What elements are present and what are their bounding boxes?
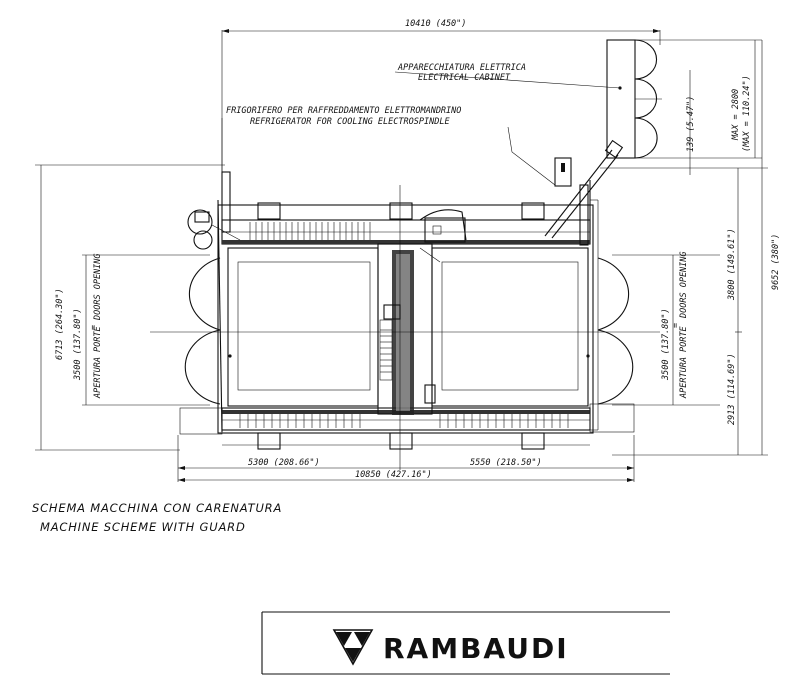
- drawing-caption: SCHEMA MACCHINA CON CARENATURA MACHINE S…: [32, 501, 282, 534]
- cabinet-label-it: APPARECCHIATURA ELETTRICA: [397, 63, 526, 73]
- bottom-dimensions: 5300 (208.66") 5550 (218.50") 10850 (427…: [177, 435, 635, 482]
- right-door-dimension: 3500 (137.80") DOORS OPENING = APERTURA …: [612, 251, 720, 406]
- left-doors-it: APERTURA PORTE: [93, 325, 103, 399]
- right-doors-it: APERTURA PORTE: [679, 325, 689, 399]
- right-upper-text: 3800 (149.61"): [727, 228, 737, 301]
- left-doors-en: DOORS OPENING: [93, 253, 103, 321]
- caption-line-1: SCHEMA MACCHINA CON CARENATURA: [32, 501, 282, 515]
- triangle-cluster-logo-icon: [332, 629, 374, 666]
- fridge-label-it: FRIGORIFERO PER RAFFREDDAMENTO ELETTROMA…: [226, 106, 461, 116]
- refrigerator-callout: FRIGORIFERO PER RAFFREDDAMENTO ELETTROMA…: [221, 106, 572, 205]
- cabinet-offset-text: 139 (5.47"): [686, 96, 696, 152]
- cabinet-label-en: ELECTRICAL CABINET: [418, 73, 511, 83]
- left-overall-dimension: 6713 (264.30"): [35, 164, 225, 451]
- right-doors: [597, 257, 634, 405]
- title-block: RAMBAUDI: [261, 611, 670, 675]
- bottom-right-text: 5550 (218.50"): [470, 458, 542, 468]
- right-eq: =: [671, 323, 681, 328]
- top-rail-hatch: [249, 222, 371, 243]
- cabinet-dimensions: MAX = 2800 (MAX = 110.24") 139 (5.47"): [662, 39, 762, 175]
- right-outer-dimensions: 3800 (149.61") 2913 (114.69") 9652 (380"…: [600, 40, 781, 456]
- top-overall-dimension-text: 10410 (450"): [405, 19, 466, 29]
- left-door-text: 3500 (137.80"): [73, 308, 83, 381]
- cabinet-max-in-text: (MAX = 110.24"): [742, 75, 752, 152]
- electrical-cabinet: APPARECCHIATURA ELETTRICA ELECTRICAL CAB…: [394, 39, 662, 159]
- fridge-label-en: REFRIGERATOR FOR COOLING ELECTROSPINDLE: [250, 117, 450, 127]
- brand-name: RAMBAUDI: [383, 632, 569, 665]
- left-doors: [184, 257, 221, 405]
- left-height-text: 6713 (264.30"): [55, 288, 65, 360]
- bottom-left-text: 5300 (208.66"): [248, 458, 320, 468]
- machine-body: [150, 139, 660, 455]
- right-doors-en: DOORS OPENING: [679, 251, 689, 319]
- left-door-dimension: 3500 (137.80") DOORS OPENING = APERTURA …: [73, 253, 210, 406]
- right-door-text: 3500 (137.80"): [661, 308, 671, 381]
- cabinet-max-text: MAX = 2800: [731, 89, 741, 141]
- right-overall-text: 9652 (380"): [771, 234, 781, 290]
- bottom-overall-text: 10850 (427.16"): [355, 470, 432, 480]
- right-lower-text: 2913 (114.69"): [727, 353, 737, 425]
- bottom-rail-hatch: [239, 414, 569, 428]
- left-eq: =: [89, 325, 99, 330]
- caption-line-2: MACHINE SCHEME WITH GUARD: [40, 520, 246, 534]
- gantry-hatch: [380, 329, 392, 373]
